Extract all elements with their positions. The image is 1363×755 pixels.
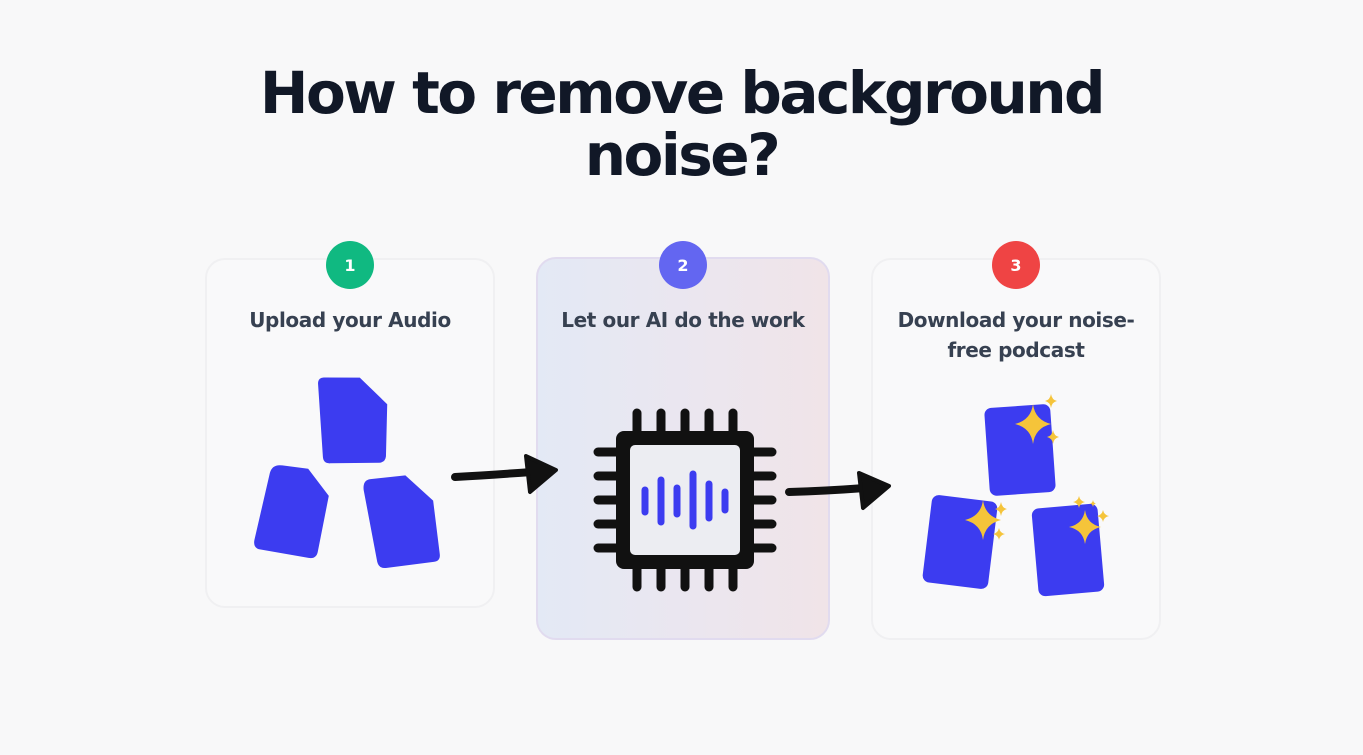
file-shape-right <box>1031 503 1105 597</box>
file-shape-left <box>922 495 998 589</box>
file-shape-top <box>318 377 388 464</box>
step-number-badge-1: 1 <box>326 241 374 289</box>
page-title: How to remove background noise? <box>0 62 1363 186</box>
step-label-upload: Upload your Audio <box>249 308 451 332</box>
step-label-download: Download your noise-free podcast <box>897 308 1135 362</box>
step-number-badge-3: 3 <box>992 241 1040 289</box>
arrow-right-icon-2 <box>785 471 891 510</box>
ai-chip-waveform-icon <box>593 408 777 592</box>
sparkle-icons <box>965 394 1109 544</box>
file-shape-left <box>254 465 329 559</box>
arrow-right-icon-1 <box>451 454 558 494</box>
file-shape-right <box>363 475 440 569</box>
step-number-badge-2: 2 <box>659 241 707 289</box>
page-title-line-1: How to remove background <box>259 59 1106 127</box>
file-shape-top <box>984 404 1056 496</box>
audio-files-icon <box>254 377 440 569</box>
page-title-line-2: noise? <box>584 121 781 189</box>
sparkling-files-icon <box>922 394 1109 597</box>
step-label-ai: Let our AI do the work <box>561 308 805 332</box>
